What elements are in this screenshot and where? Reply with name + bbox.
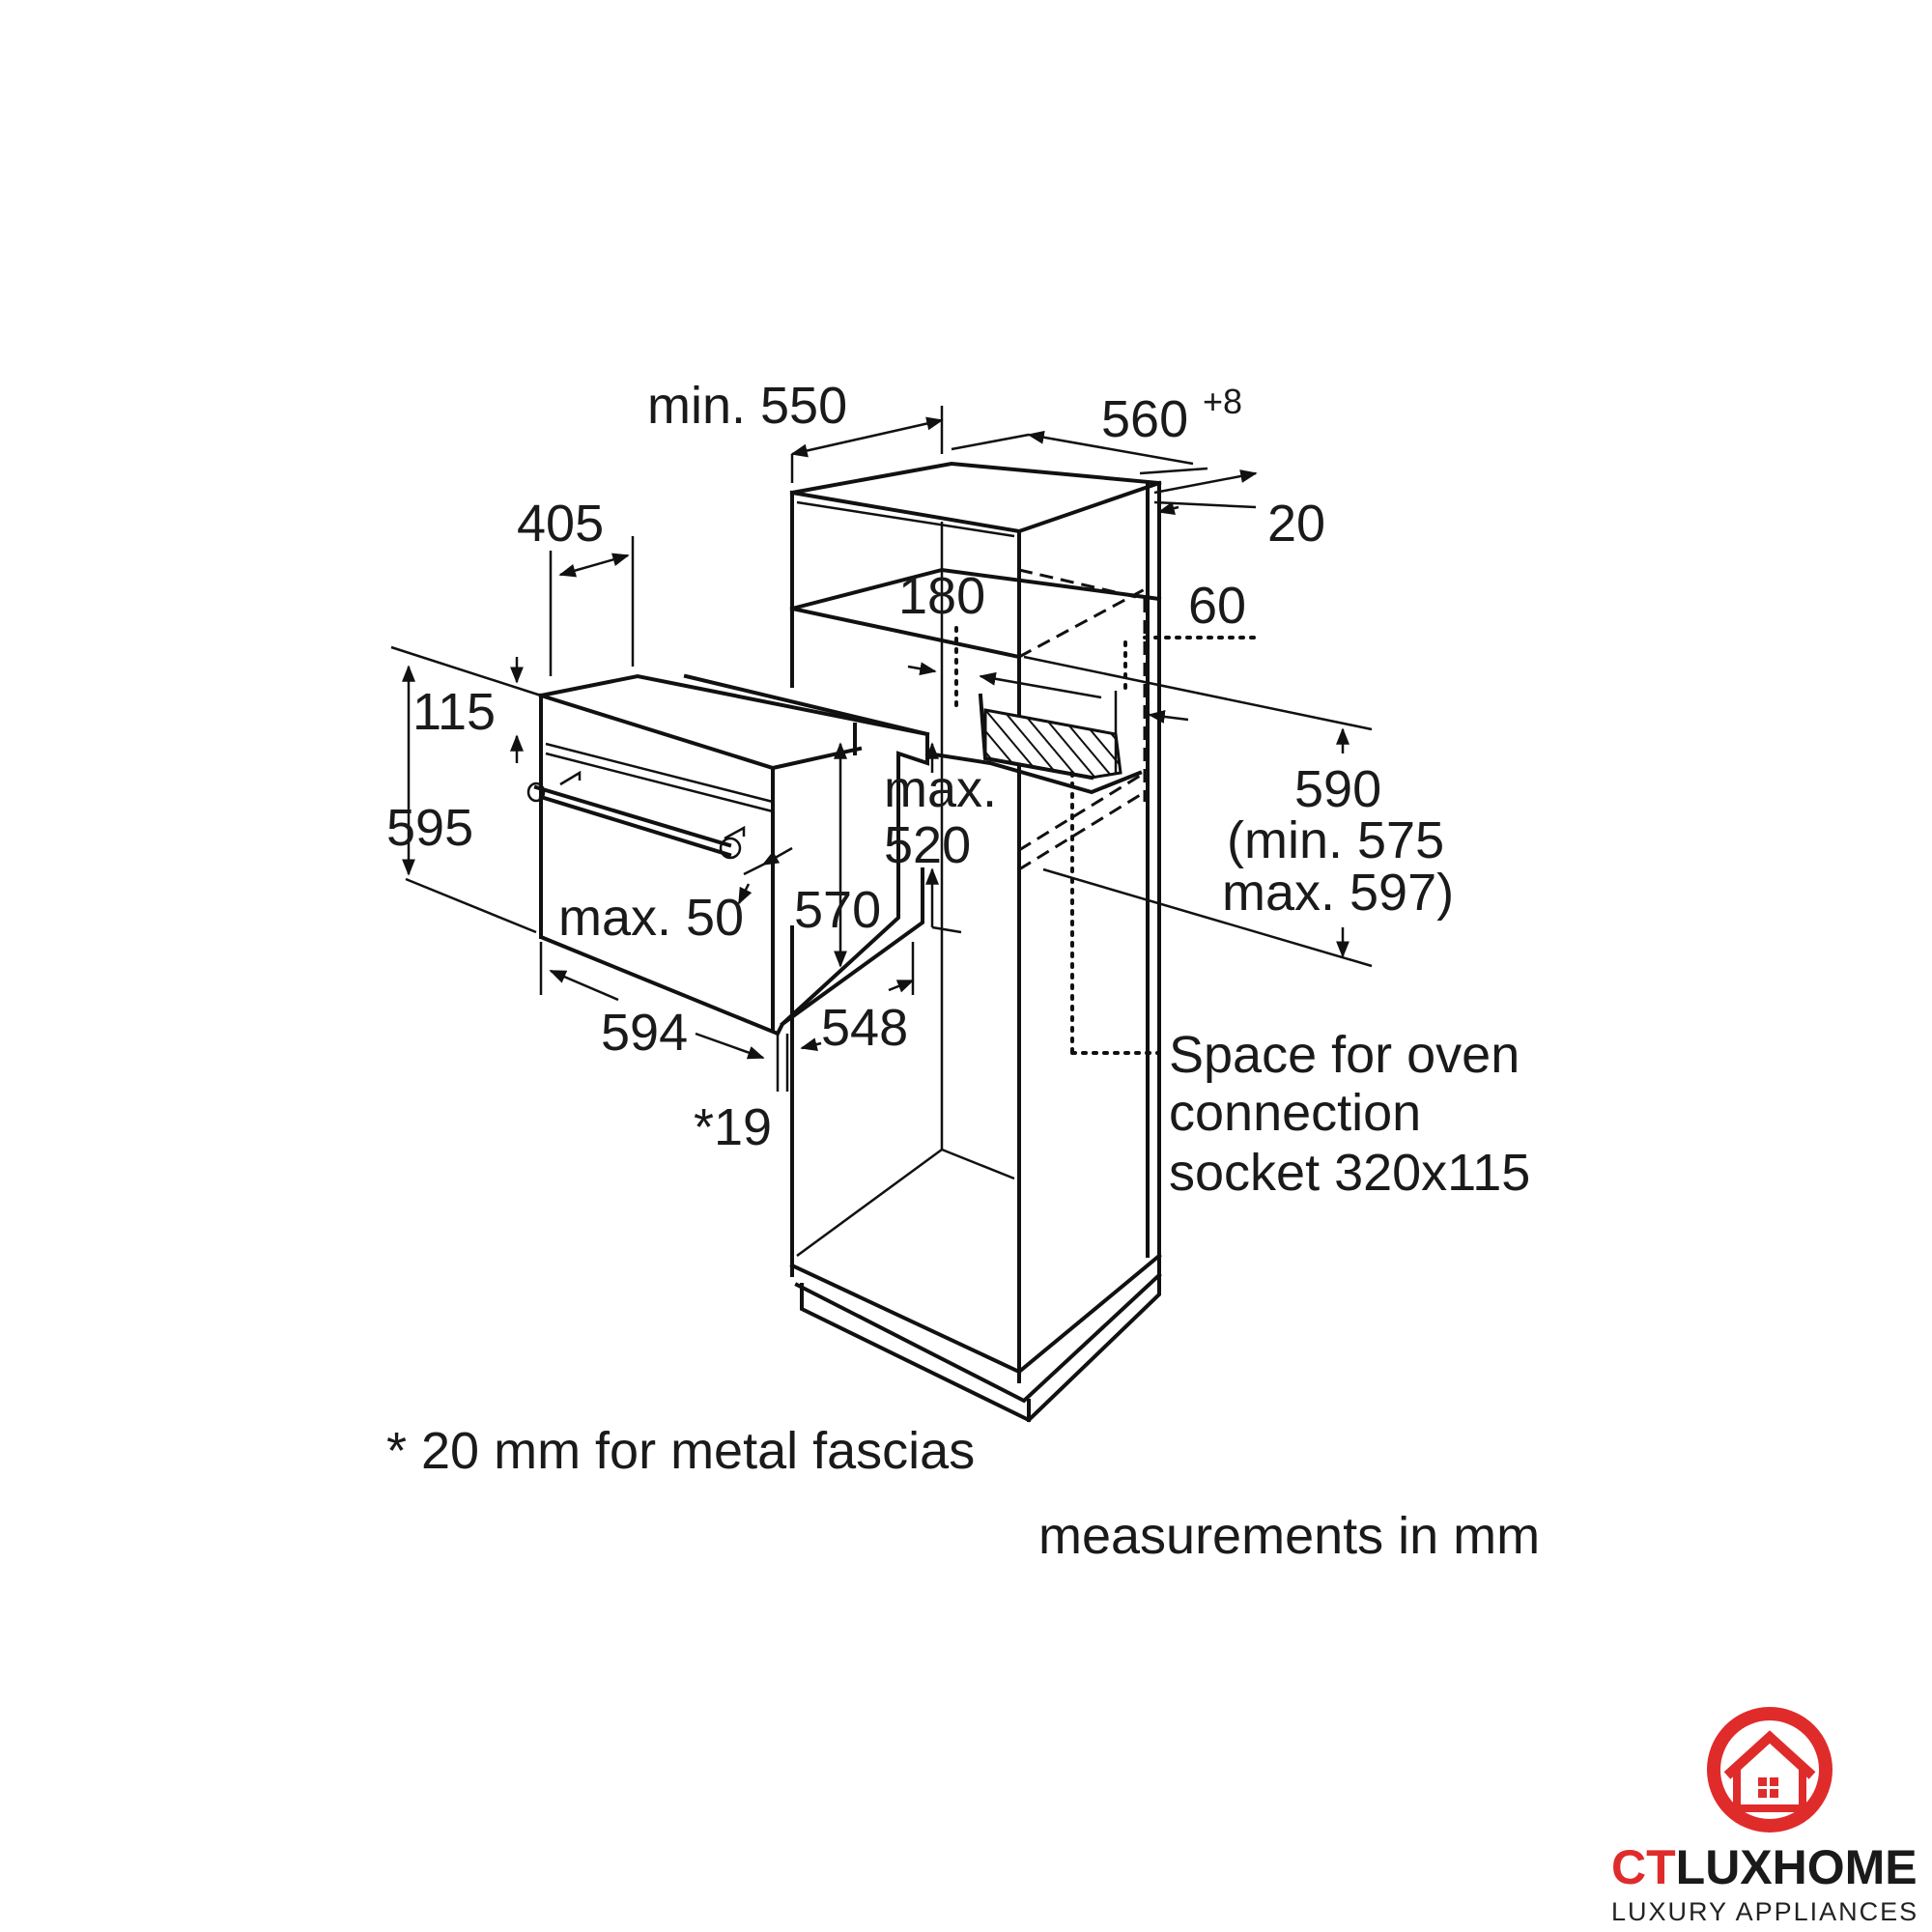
cabinet	[789, 461, 1162, 1423]
notes: Space for oven connection socket 320x115…	[386, 1026, 1540, 1565]
dim-max-label: max.	[884, 760, 997, 818]
dim-560: 560	[1101, 390, 1188, 448]
socket-note-line3: socket 320x115	[1169, 1144, 1530, 1202]
brand-tagline: LUXURY APPLIANCES	[1611, 1897, 1918, 1926]
dim-548: 548	[821, 999, 908, 1057]
brand-logo: CTLUXHOME LUXURY APPLIANCES	[1611, 1707, 1918, 1926]
dimension-labels: min. 550 560 +8 20 405 180 60 115 595 ma…	[386, 377, 1454, 1156]
dimension-lines	[390, 406, 1373, 1092]
brand-name-luxhome: LUXHOME	[1676, 1840, 1918, 1894]
brand-name-ct: CT	[1611, 1840, 1676, 1894]
socket-note-line2: connection	[1169, 1084, 1421, 1142]
socket-note-line1: Space for oven	[1169, 1026, 1520, 1084]
house-in-circle-icon	[1707, 1707, 1833, 1833]
dim-min-575: (min. 575	[1227, 811, 1444, 869]
dim-595: 595	[386, 799, 473, 857]
dim-60: 60	[1188, 577, 1246, 635]
brand-name: CTLUXHOME	[1611, 1840, 1918, 1894]
dim-180: 180	[898, 567, 985, 625]
dim-115: 115	[412, 683, 496, 741]
dim-520: 520	[884, 816, 971, 874]
dim-590: 590	[1294, 760, 1381, 818]
units-note: measurements in mm	[1038, 1507, 1540, 1565]
dim-594: 594	[601, 1004, 688, 1062]
dim-max-50: max. 50	[558, 889, 744, 947]
oven	[526, 673, 930, 1037]
dim-570: 570	[794, 881, 881, 939]
dim-560-tolerance: +8	[1203, 382, 1242, 421]
dim-min-550: min. 550	[647, 377, 847, 435]
dim-20: 20	[1267, 495, 1325, 553]
footnote-metal-fascias: * 20 mm for metal fascias	[386, 1422, 975, 1480]
dim-405: 405	[517, 495, 604, 553]
dim-star-19: *19	[694, 1098, 772, 1156]
dim-max-597: max. 597)	[1222, 864, 1454, 922]
